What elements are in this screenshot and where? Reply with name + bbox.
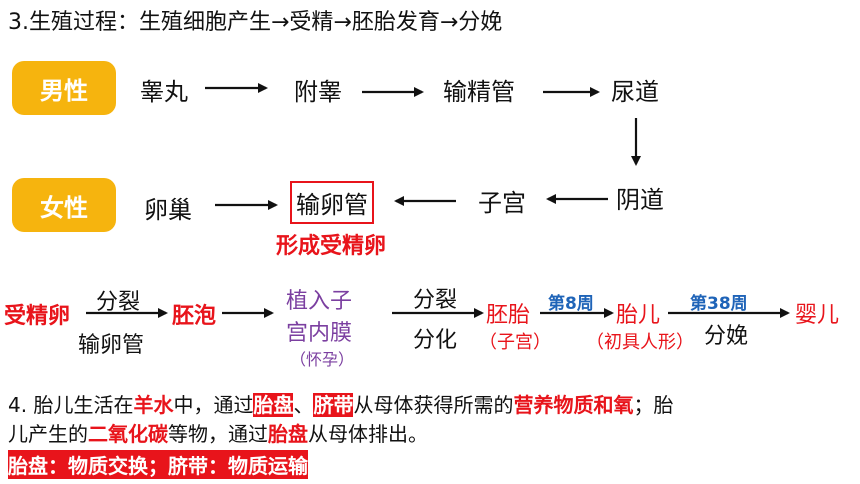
process-division-1: 分裂 [96,290,141,315]
term-nutrients-oxygen: 营养物质和氧 [513,393,634,417]
stage-infant: 婴儿 [795,303,840,328]
implant-line-1: 植入子 [286,289,353,314]
implant-line-2: 宫内膜 [286,321,353,346]
organ-vagina: 阴道 [616,186,664,214]
text-run: 从母体排出。 [308,422,428,446]
text-run: 4. 胎儿生活在 [8,393,134,417]
organ-testis: 睾丸 [140,78,188,106]
week-8-label: 第8周 [548,294,594,314]
text-run: 儿产生的 [8,422,88,446]
summary-line: 胎盘：物质交换；脐带：物质运输 [8,450,308,479]
term-placenta-2: 胎盘 [268,422,308,446]
organ-uterus: 子宫 [478,189,526,217]
term-placenta: 胎盘 [253,393,294,417]
process-division-2: 分裂 [413,288,458,313]
organ-oviduct: 输卵管 [290,181,374,224]
text-run: ；胎 [633,393,674,417]
organ-epididymis: 附睾 [294,78,342,106]
paragraph-line-2: 儿产生的二氧化碳等物，通过胎盘从母体排出。 [8,418,428,447]
pregnancy-note: （怀孕） [290,350,355,369]
organ-vas-deferens: 输精管 [443,78,515,106]
embryo-location-note: （子宫） [479,332,551,353]
process-differentiation: 分化 [413,328,458,353]
process-delivery: 分娩 [704,324,749,349]
stage-fetus: 胎儿 [616,303,661,328]
paragraph-line-1: 4. 胎儿生活在羊水中，通过胎盘、脐带从母体获得所需的营养物质和氧；胎 [8,389,673,418]
female-badge: 女性 [12,178,116,232]
male-badge: 男性 [12,61,116,115]
text-run: 、 [293,393,314,417]
term-umbilical-cord: 脐带 [313,393,354,417]
term-amniotic-fluid: 羊水 [133,393,174,417]
section-title: 3.生殖过程：生殖细胞产生→受精→胚胎发育→分娩 [8,10,503,35]
organ-ovary: 卵巢 [144,196,192,224]
stage-blastocyst: 胚泡 [172,304,217,329]
fetus-shape-note: （初具人形） [586,332,694,353]
stage-embryo: 胚胎 [486,303,531,328]
text-run: 从母体获得所需的 [353,393,514,417]
location-oviduct: 输卵管 [78,333,145,358]
week-38-label: 第38周 [690,294,748,314]
text-run: 中，通过 [173,393,254,417]
fertilization-note: 形成受精卵 [276,234,387,259]
stage-zygote: 受精卵 [4,304,71,329]
text-run: 等物，通过 [168,422,268,446]
organ-urethra: 尿道 [611,78,659,106]
term-carbon-dioxide: 二氧化碳 [88,422,168,446]
